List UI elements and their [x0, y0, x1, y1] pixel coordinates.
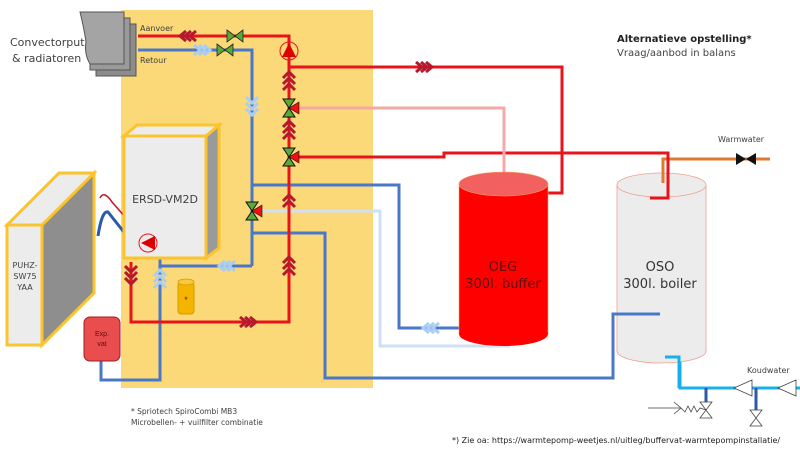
- indoor-pump-icon: [138, 233, 158, 253]
- expansion-label-2: vat: [97, 341, 106, 348]
- retour-label: Retour: [140, 56, 167, 65]
- warmwater-label: Warmwater: [718, 135, 765, 144]
- convector-label-2: & radiatoren: [12, 52, 81, 65]
- return-flow-arrows: [152, 43, 440, 335]
- filter-mark: *: [184, 295, 188, 305]
- warmwater-valve[interactable]: [736, 153, 756, 165]
- buffer-label-2: 300l. buffer: [465, 277, 541, 292]
- supply-flow-arrows: [123, 29, 435, 329]
- title-heading: Alternatieve opstelling*: [617, 34, 752, 45]
- boiler-return-pipe: [611, 312, 660, 378]
- supply-pump-icon: [279, 41, 299, 61]
- convector-icon: [79, 11, 137, 77]
- koudwater-label: Koudwater: [747, 366, 790, 375]
- koudwater-branches: [704, 388, 758, 410]
- boiler-cold-pipe: [665, 355, 681, 388]
- outdoor-return-hose: [96, 210, 129, 237]
- indoor-unit-label: ERSD-VM2D: [132, 193, 198, 206]
- outdoor-label-2: SW75: [13, 272, 36, 281]
- indoor-unit: [119, 121, 224, 262]
- supply-pipe-faded: [289, 106, 506, 180]
- filter-footnote-2: Microbellen- + vuilfilter combinatie: [131, 418, 263, 427]
- title-subheading: Vraag/aanbod in balans: [617, 48, 736, 59]
- expansion-label-1: Exp.: [95, 331, 109, 338]
- aanvoer-label: Aanvoer: [140, 24, 174, 33]
- filter-footnote-1: * Spriotech SpiroCombi MB3: [131, 407, 237, 416]
- outdoor-unit: [3, 169, 98, 349]
- convector-label-1: Convectorput: [10, 36, 85, 49]
- drain-valve-icon[interactable]: [749, 409, 763, 427]
- outdoor-label-1: PUHZ-: [13, 261, 38, 270]
- boiler-label-2: 300l. boiler: [623, 277, 697, 292]
- expansion-vessel: [83, 316, 121, 362]
- boiler-tank: [616, 172, 707, 364]
- boiler-label-1: OSO: [646, 260, 675, 275]
- buffer-tank: [458, 171, 549, 346]
- koudwater-fittings: [733, 379, 797, 397]
- outdoor-label-3: YAA: [16, 283, 33, 292]
- boiler-inlet-pipe: [650, 153, 670, 200]
- return-pipe-faded: [262, 209, 510, 348]
- reference-footnote[interactable]: *) Zie oa: https://warmtepomp-weetjes.nl…: [452, 436, 780, 445]
- filter-icon: [177, 278, 195, 315]
- safety-valve-icon[interactable]: [648, 401, 713, 419]
- outdoor-supply-hose: [99, 194, 127, 219]
- buffer-label-1: OEG: [489, 260, 518, 275]
